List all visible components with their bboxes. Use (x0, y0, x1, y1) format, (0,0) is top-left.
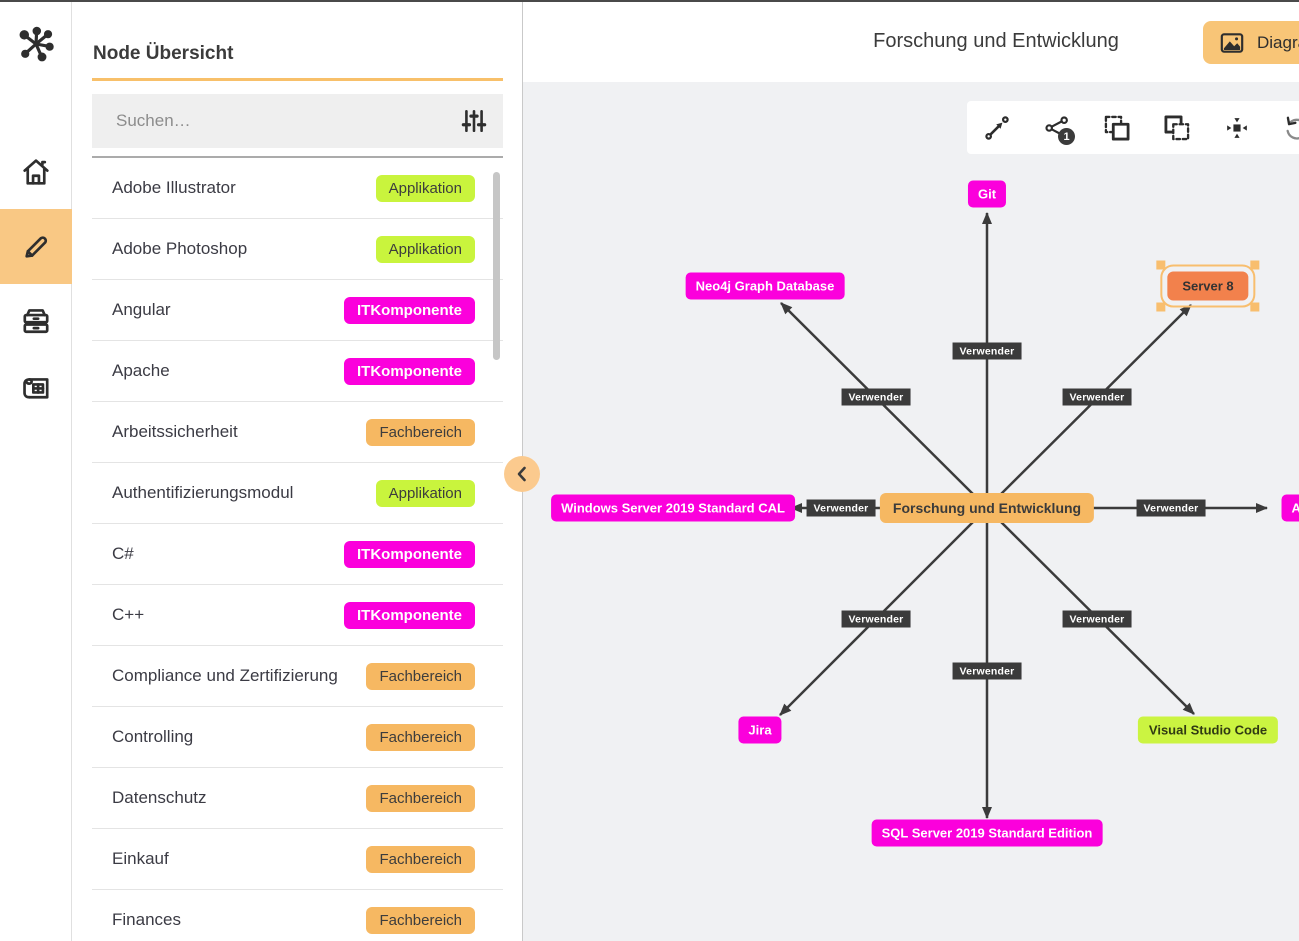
selection-handle[interactable] (1156, 302, 1166, 312)
sidebar-item-blueprint[interactable] (0, 357, 72, 421)
list-item[interactable]: Controlling Fachbereich (92, 707, 503, 768)
graph-edge (780, 302, 988, 509)
list-item[interactable]: C++ ITKomponente (92, 585, 503, 646)
list-item-label: Adobe Illustrator (112, 178, 236, 197)
list-item[interactable]: Adobe Photoshop Applikation (92, 219, 503, 280)
diagram-export-label: Diagra (1257, 32, 1299, 52)
blueprint-icon (23, 378, 49, 399)
connect-nodes-icon[interactable] (967, 101, 1027, 154)
list-item-label: Apache (112, 361, 170, 380)
type-badge: ITKomponente (344, 601, 475, 629)
list-item-label: Compliance und Zertifizierung (112, 666, 338, 685)
type-badge: Fachbereich (366, 723, 475, 751)
selection-handle[interactable] (1250, 260, 1260, 270)
list-item-label: Finances (112, 910, 181, 929)
list-item-label: C++ (112, 605, 145, 624)
canvas-header: Forschung und Entwicklung Diagra (523, 2, 1299, 82)
search-input[interactable] (114, 110, 459, 132)
list-item[interactable]: Authentifizierungsmodul Applikation (92, 463, 503, 524)
image-icon (1220, 32, 1244, 53)
list-item[interactable]: Datenschutz Fachbereich (92, 768, 503, 829)
graph-node-center[interactable]: Forschung und Entwicklung (879, 493, 1095, 523)
type-badge: Applikation (375, 235, 475, 263)
diagram-canvas: Forschung und Entwicklung Diagra (523, 2, 1299, 941)
share-count-badge: 1 (1058, 128, 1075, 145)
icon-rail (0, 2, 72, 941)
sliders-icon (461, 109, 487, 133)
type-badge: Fachbereich (366, 906, 475, 934)
network-logo-icon (0, 20, 72, 68)
edge-label: Verwender (806, 499, 876, 517)
sidebar-item-archive[interactable] (0, 288, 72, 352)
selection-handle[interactable] (1250, 302, 1260, 312)
search-box (92, 94, 503, 148)
list-item-label: Arbeitssicherheit (112, 422, 238, 441)
list-item-label: Authentifizierungsmodul (112, 483, 294, 502)
list-item[interactable]: Compliance und Zertifizierung Fachbereich (92, 646, 503, 707)
graph-node-apache[interactable]: Apache (1281, 494, 1299, 522)
diagram-export-button[interactable]: Diagra (1203, 21, 1299, 64)
canvas-title: Forschung und Entwicklung (873, 30, 1119, 52)
edge-label: Verwender (841, 610, 911, 628)
list-scrollbar-thumb[interactable] (493, 172, 500, 360)
sidebar-item-home[interactable] (0, 140, 72, 204)
graph-node-server8[interactable]: Server 8 (1156, 260, 1260, 312)
list-item-label: Einkauf (112, 849, 169, 868)
graph-edge (986, 304, 1192, 509)
graph-toolbar: 1 (967, 101, 1299, 154)
type-badge: Fachbereich (366, 418, 475, 446)
sidebar-item-edit[interactable] (0, 209, 72, 284)
edge-label: Verwender (1062, 388, 1132, 406)
archive-icon (23, 309, 49, 334)
node-overview-panel: Node Übersicht Adobe IllustratorApplikat… (72, 2, 540, 941)
graph-node-wincal[interactable]: Windows Server 2019 Standard CAL (551, 494, 795, 522)
selection-handle[interactable] (1156, 260, 1166, 270)
edge-label: Verwender (952, 662, 1022, 680)
graph-node-git[interactable]: Git (967, 180, 1007, 208)
graph-node-neo4j[interactable]: Neo4j Graph Database (685, 272, 845, 300)
list-item[interactable]: Angular ITKomponente (92, 280, 503, 341)
list-item[interactable]: Apache ITKomponente (92, 341, 503, 402)
pencil-icon (25, 235, 48, 258)
select-inverse-icon[interactable] (1147, 101, 1207, 154)
edge-label: Verwender (1062, 610, 1132, 628)
graph-node-vscode[interactable]: Visual Studio Code (1137, 716, 1279, 744)
list-item-label: C# (112, 544, 134, 563)
type-badge: Applikation (375, 174, 475, 202)
center-focus-icon[interactable] (1207, 101, 1267, 154)
graph-node-jira[interactable]: Jira (738, 716, 782, 744)
home-icon (23, 159, 49, 185)
type-badge: Applikation (375, 479, 475, 507)
type-badge: Fachbereich (366, 662, 475, 690)
list-item[interactable]: Adobe Illustrator Applikation (92, 158, 503, 219)
list-item-label: Controlling (112, 727, 194, 746)
select-region-icon[interactable] (1087, 101, 1147, 154)
type-badge: ITKomponente (344, 296, 475, 324)
undo-icon[interactable] (1267, 101, 1299, 154)
type-badge: Fachbereich (366, 845, 475, 873)
filter-button[interactable] (459, 106, 489, 136)
list-item[interactable]: Finances Fachbereich (92, 890, 503, 941)
list-item-label: Adobe Photoshop (112, 239, 248, 258)
edge-label: Verwender (841, 388, 911, 406)
list-item[interactable]: Arbeitssicherheit Fachbereich (92, 402, 503, 463)
list-item-label: Angular (112, 300, 171, 319)
canvas-body: 1 (523, 82, 1299, 941)
panel-title-underline (92, 78, 503, 81)
collapse-panel-button[interactable] (504, 456, 540, 492)
list-item[interactable]: C# ITKomponente (92, 524, 503, 585)
edge-label: Verwender (952, 342, 1022, 360)
list-item-label: Datenschutz (112, 788, 207, 807)
graph-node-sql[interactable]: SQL Server 2019 Standard Edition (871, 819, 1103, 847)
share-graph-icon[interactable]: 1 (1027, 101, 1087, 154)
chevron-left-icon (517, 466, 526, 482)
type-badge: Fachbereich (366, 784, 475, 812)
edge-label: Verwender (1136, 499, 1206, 517)
type-badge: ITKomponente (344, 357, 475, 385)
panel-title: Node Übersicht (93, 42, 234, 64)
list-item[interactable]: Einkauf Fachbereich (92, 829, 503, 890)
type-badge: ITKomponente (344, 540, 475, 568)
